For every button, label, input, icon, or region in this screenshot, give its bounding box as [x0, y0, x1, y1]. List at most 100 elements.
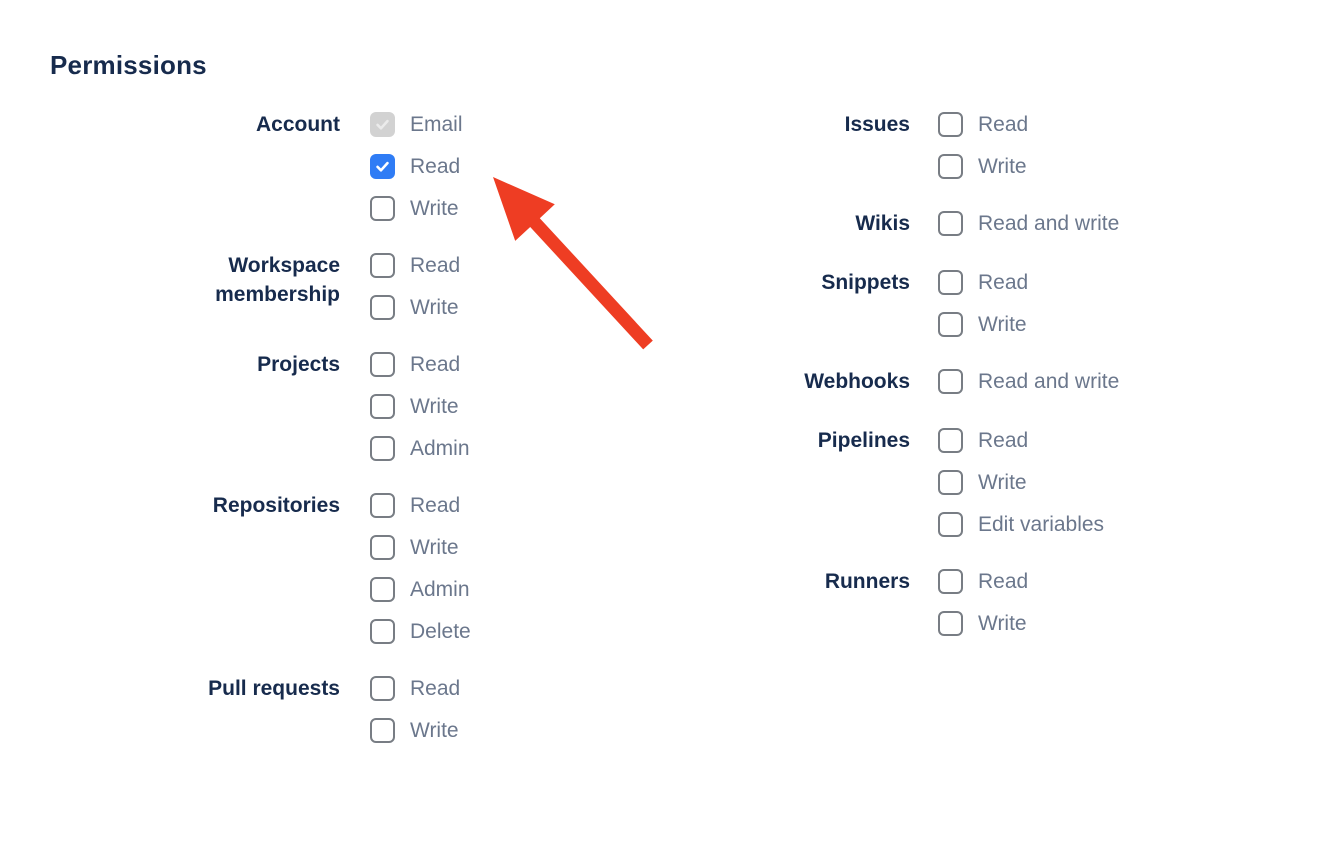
checkbox-unchecked-icon[interactable]: [938, 369, 963, 394]
checkbox-label: Write: [410, 296, 459, 319]
checkbox-label: Write: [978, 155, 1027, 178]
checkbox-label: Read: [410, 155, 461, 178]
pipelines-read-checkbox[interactable]: Read: [938, 428, 1104, 453]
checkbox-unchecked-icon[interactable]: [370, 577, 395, 602]
pipelines-write-checkbox[interactable]: Write: [938, 470, 1104, 495]
checkbox-unchecked-icon[interactable]: [938, 569, 963, 594]
checkbox-unchecked-icon[interactable]: [938, 470, 963, 495]
red-arrow-annotation-icon: [493, 177, 653, 350]
checkbox-disabled-checked-icon: [370, 112, 395, 137]
workspace-membership-write-checkbox[interactable]: Write: [370, 295, 460, 320]
group-items: Read Write: [370, 253, 460, 320]
pull-requests-write-checkbox[interactable]: Write: [370, 718, 460, 743]
page-title: Permissions: [50, 50, 207, 80]
permission-group-workspace-membership: Workspace membership Read Write: [160, 253, 471, 320]
permission-group-snippets: Snippets Read Write: [730, 270, 1119, 337]
checkbox-unchecked-icon[interactable]: [938, 211, 963, 236]
checkbox-label: Write: [978, 471, 1027, 494]
pull-requests-read-checkbox[interactable]: Read: [370, 676, 460, 701]
issues-read-checkbox[interactable]: Read: [938, 112, 1028, 137]
checkbox-unchecked-icon[interactable]: [370, 493, 395, 518]
group-label-webhooks: Webhooks: [804, 370, 910, 393]
checkbox-label: Read and write: [978, 212, 1120, 235]
checkbox-unchecked-icon[interactable]: [370, 394, 395, 419]
permissions-column-right: Issues Read Write Wikis Read and write: [730, 112, 1119, 636]
permission-group-webhooks: Webhooks Read and write: [730, 369, 1119, 396]
checkbox-unchecked-icon[interactable]: [938, 312, 963, 337]
group-items: Read Write: [370, 676, 460, 743]
group-items: Read Write Admin Delete: [370, 493, 471, 644]
checkbox-unchecked-icon[interactable]: [370, 718, 395, 743]
checkbox-label: Read: [978, 429, 1029, 452]
group-label-runners: Runners: [824, 570, 910, 593]
permission-group-issues: Issues Read Write: [730, 112, 1119, 179]
permission-group-runners: Runners Read Write: [730, 569, 1119, 636]
checkbox-label: Write: [410, 536, 459, 559]
group-label-workspace-membership: Workspace membership: [215, 254, 340, 306]
checkbox-unchecked-icon[interactable]: [938, 154, 963, 179]
permissions-column-left: Account Email Read Write Workspace membe…: [160, 112, 471, 743]
snippets-write-checkbox[interactable]: Write: [938, 312, 1028, 337]
projects-admin-checkbox[interactable]: Admin: [370, 436, 470, 461]
group-items: Read Write: [938, 270, 1028, 337]
webhooks-read-and-write-checkbox[interactable]: Read and write: [938, 369, 1119, 394]
group-label-repositories: Repositories: [212, 494, 340, 517]
permission-group-projects: Projects Read Write Admin: [160, 352, 471, 461]
checkbox-unchecked-icon[interactable]: [938, 112, 963, 137]
checkbox-unchecked-icon[interactable]: [370, 253, 395, 278]
group-items: Read Write: [938, 112, 1028, 179]
repositories-delete-checkbox[interactable]: Delete: [370, 619, 471, 644]
checkbox-label: Read: [410, 494, 461, 517]
pipelines-edit-variables-checkbox[interactable]: Edit variables: [938, 512, 1104, 537]
checkbox-label: Write: [410, 719, 459, 742]
issues-write-checkbox[interactable]: Write: [938, 154, 1028, 179]
group-items: Read Write Edit variables: [938, 428, 1104, 537]
permission-group-wikis: Wikis Read and write: [730, 211, 1119, 238]
checkbox-unchecked-icon[interactable]: [938, 270, 963, 295]
runners-write-checkbox[interactable]: Write: [938, 611, 1028, 636]
checkbox-unchecked-icon[interactable]: [370, 436, 395, 461]
checkbox-label: Read: [410, 353, 461, 376]
checkbox-unchecked-icon[interactable]: [938, 512, 963, 537]
group-items: Read and write: [938, 369, 1119, 394]
group-label-account: Account: [256, 113, 340, 136]
group-label-wikis: Wikis: [855, 212, 910, 235]
checkbox-unchecked-icon[interactable]: [370, 352, 395, 377]
repositories-admin-checkbox[interactable]: Admin: [370, 577, 471, 602]
checkbox-label: Read: [978, 271, 1029, 294]
group-items: Read Write Admin: [370, 352, 470, 461]
checkbox-unchecked-icon[interactable]: [370, 676, 395, 701]
checkbox-unchecked-icon[interactable]: [370, 295, 395, 320]
workspace-membership-read-checkbox[interactable]: Read: [370, 253, 460, 278]
checkbox-unchecked-icon[interactable]: [370, 196, 395, 221]
permission-group-account: Account Email Read Write: [160, 112, 471, 221]
checkbox-label: Admin: [410, 578, 470, 601]
checkbox-unchecked-icon[interactable]: [370, 535, 395, 560]
checkbox-label: Read: [978, 113, 1029, 136]
checkbox-unchecked-icon[interactable]: [938, 611, 963, 636]
projects-write-checkbox[interactable]: Write: [370, 394, 470, 419]
checkbox-checked-icon[interactable]: [370, 154, 395, 179]
account-write-checkbox[interactable]: Write: [370, 196, 463, 221]
checkbox-unchecked-icon[interactable]: [938, 428, 963, 453]
group-items: Read Write: [938, 569, 1028, 636]
group-label-snippets: Snippets: [821, 271, 910, 294]
repositories-read-checkbox[interactable]: Read: [370, 493, 471, 518]
checkbox-unchecked-icon[interactable]: [370, 619, 395, 644]
snippets-read-checkbox[interactable]: Read: [938, 270, 1028, 295]
account-read-checkbox[interactable]: Read: [370, 154, 463, 179]
permission-group-repositories: Repositories Read Write Admin Delete: [160, 493, 471, 644]
runners-read-checkbox[interactable]: Read: [938, 569, 1028, 594]
group-label-pipelines: Pipelines: [817, 429, 910, 452]
wikis-read-and-write-checkbox[interactable]: Read and write: [938, 211, 1119, 236]
repositories-write-checkbox[interactable]: Write: [370, 535, 471, 560]
account-email-checkbox: Email: [370, 112, 463, 137]
checkbox-label: Read and write: [978, 370, 1120, 393]
checkbox-label: Write: [410, 395, 459, 418]
checkbox-label: Read: [410, 677, 461, 700]
group-label-pull-requests: Pull requests: [208, 677, 340, 700]
checkbox-label: Write: [978, 612, 1027, 635]
projects-read-checkbox[interactable]: Read: [370, 352, 470, 377]
permission-group-pull-requests: Pull requests Read Write: [160, 676, 471, 743]
